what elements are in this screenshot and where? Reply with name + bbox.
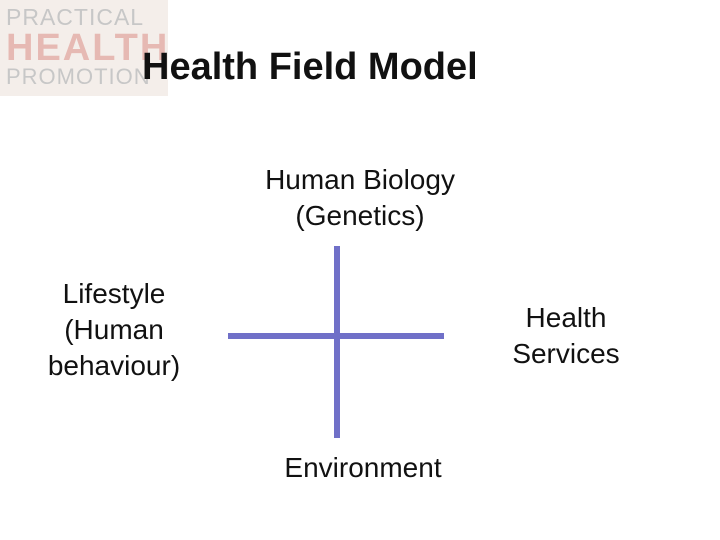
logo-line-health: HEALTH (6, 27, 170, 69)
label-lifestyle-line3: behaviour) (47, 350, 181, 381)
label-human-biology-line2: (Genetics) (295, 200, 425, 231)
label-environment-line1: Environment (284, 452, 442, 483)
label-human-biology-line1: Human Biology (265, 164, 455, 195)
logo-line-practical: PRACTICAL (6, 4, 145, 30)
logo-line-promotion: PROMOTION (6, 64, 151, 89)
label-health-services-line1: Health (525, 302, 607, 333)
label-lifestyle-line2: (Human (64, 314, 164, 345)
label-health-services: Health Services (490, 300, 642, 372)
label-health-services-line2: Services (512, 338, 620, 369)
practical-health-promotion-logo: PRACTICAL HEALTH PROMOTION (0, 0, 168, 96)
slide-title: Health Field Model (142, 46, 478, 88)
label-lifestyle-line1: Lifestyle (62, 278, 166, 309)
label-human-biology: Human Biology (Genetics) (236, 162, 484, 234)
label-environment: Environment (256, 450, 470, 486)
label-lifestyle: Lifestyle (Human behaviour) (22, 276, 206, 384)
